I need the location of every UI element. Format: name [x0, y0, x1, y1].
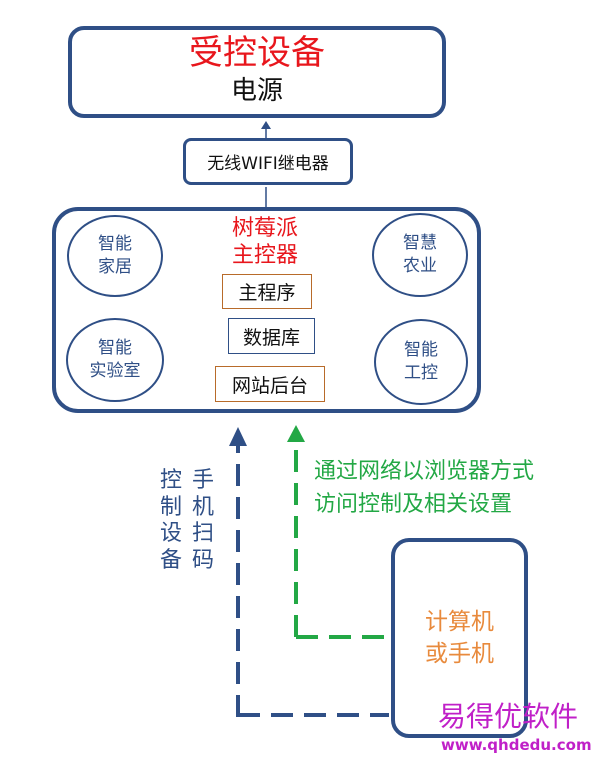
phone-path-label-col2: 手机扫码 — [191, 468, 214, 573]
app-circle-line: 家居 — [98, 257, 132, 277]
browser-path-label: 通过网络以浏览器方式 访问控制及相关设置 — [314, 455, 604, 521]
app-circle-line: 智慧 — [403, 233, 437, 253]
app-circle-smart-lab: 智能 实验室 — [66, 318, 164, 402]
phone-path-dashed-line — [236, 438, 389, 717]
client-device-box: 计算机 或手机 — [391, 538, 528, 738]
raspberry-pi-title: 树莓派 主控器 — [215, 215, 315, 269]
client-device-line1: 计算机 — [425, 609, 494, 635]
browser-path-dashed-line — [294, 442, 391, 639]
module-main-program: 主程序 — [222, 274, 312, 309]
watermark-brand: 易得优软件 — [438, 700, 579, 733]
browser-path-label-line2: 访问控制及相关设置 — [314, 492, 513, 517]
browser-path-arrowhead — [287, 425, 305, 442]
app-circle-smart-home: 智能 家居 — [67, 215, 163, 297]
watermark-url: www.qhdedu.com — [441, 736, 592, 754]
relay-box: 无线WIFI继电器 — [183, 138, 353, 185]
module-web-admin: 网站后台 — [215, 366, 325, 402]
raspberry-pi-title-line2: 主控器 — [231, 243, 298, 268]
app-circle-line: 工控 — [404, 363, 438, 383]
relay-label: 无线WIFI继电器 — [207, 154, 329, 174]
app-circle-industrial-control: 智能 工控 — [374, 319, 468, 405]
app-circle-line: 智能 — [98, 338, 132, 358]
browser-path-label-line1: 通过网络以浏览器方式 — [314, 459, 535, 484]
controlled-device-title: 受控设备 — [189, 33, 325, 73]
phone-path-label-col1: 控制设备 — [159, 468, 182, 573]
client-device-line2: 或手机 — [425, 641, 494, 667]
app-circle-line: 农业 — [403, 256, 437, 276]
app-circle-smart-agriculture: 智慧 农业 — [372, 213, 468, 297]
app-circle-line: 实验室 — [89, 361, 141, 381]
app-circle-line: 智能 — [98, 234, 132, 254]
controlled-device-box: 受控设备 电源 — [68, 26, 446, 118]
relay-to-device-arrowhead — [261, 121, 271, 129]
raspberry-pi-title-line1: 树莓派 — [231, 216, 298, 241]
controlled-device-subtitle: 电源 — [230, 76, 283, 106]
module-database: 数据库 — [228, 318, 315, 354]
phone-path-arrowhead — [229, 427, 247, 446]
app-circle-line: 智能 — [404, 340, 438, 360]
